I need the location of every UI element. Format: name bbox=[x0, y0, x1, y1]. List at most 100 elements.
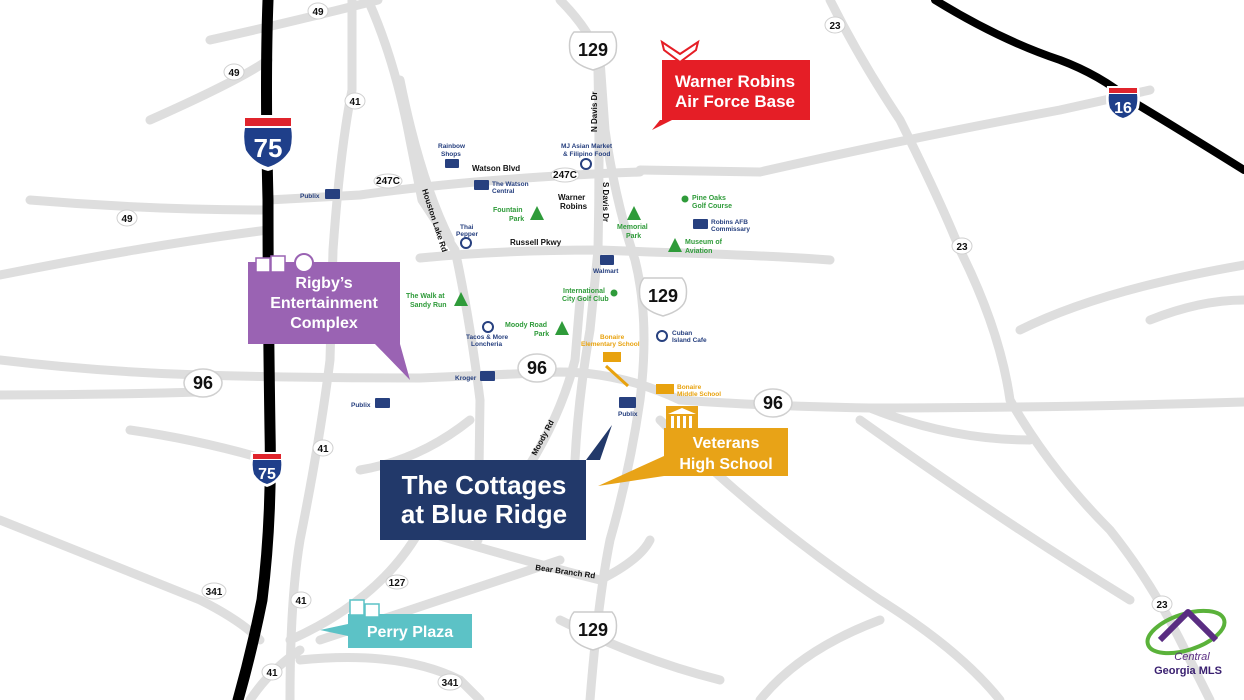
route-23-bottom-marker: 23 bbox=[1151, 595, 1173, 613]
i16-shield: 16 bbox=[1106, 86, 1140, 121]
route-127-marker: 127 bbox=[385, 574, 409, 590]
svg-text:Warner Robins: Warner Robins bbox=[675, 72, 795, 91]
shopping-bag-icon bbox=[693, 219, 708, 229]
route-41-mid-marker: 41 bbox=[312, 439, 334, 457]
route-129-north-number: 129 bbox=[578, 40, 608, 60]
n-davis-dr-label: N Davis Dr bbox=[590, 92, 599, 132]
svg-text:Shops: Shops bbox=[441, 151, 461, 158]
cuban-island-poi: Cuban Island Cafe bbox=[656, 330, 707, 344]
route-129-mid-number: 129 bbox=[648, 286, 678, 306]
svg-text:International: International bbox=[563, 288, 605, 295]
svg-text:Rainbow: Rainbow bbox=[438, 143, 466, 150]
russell-pkwy-label: Russell Pkwy bbox=[510, 238, 562, 247]
central-georgia-mls-logo: Central Georgia MLS bbox=[1145, 608, 1227, 677]
svg-text:Publix: Publix bbox=[300, 193, 320, 200]
svg-text:Rigby’s: Rigby’s bbox=[295, 275, 352, 292]
svg-text:49: 49 bbox=[121, 214, 133, 225]
svg-text:Complex: Complex bbox=[290, 315, 358, 332]
route-23-mid-marker: 23 bbox=[951, 237, 973, 255]
bear-branch-rd-label: Bear Branch Rd bbox=[535, 563, 596, 580]
svg-text:Commissary: Commissary bbox=[711, 226, 750, 233]
route-41-north-marker: 41 bbox=[344, 92, 366, 110]
svg-text:Air Force Base: Air Force Base bbox=[675, 92, 795, 111]
route-49-west-marker: 49 bbox=[116, 209, 138, 227]
perry-plaza-callout: Perry Plaza bbox=[320, 599, 472, 648]
svg-text:Thai: Thai bbox=[460, 224, 474, 231]
school-icon bbox=[603, 352, 621, 362]
svg-text:247C: 247C bbox=[376, 176, 400, 187]
svg-text:247C: 247C bbox=[553, 170, 577, 181]
svg-text:Publix: Publix bbox=[351, 402, 371, 409]
svg-text:Memorial: Memorial bbox=[617, 224, 648, 231]
i75-south-number: 75 bbox=[258, 466, 276, 483]
svg-text:41: 41 bbox=[295, 596, 307, 607]
bonaire-middle-poi: Bonaire Middle School bbox=[656, 384, 721, 398]
route-49-left-marker: 49 bbox=[223, 63, 245, 81]
moody-road-park-poi: Moody Road Park bbox=[505, 321, 569, 338]
thai-pepper-poi: Thai Pepper bbox=[456, 224, 479, 249]
warner-robins-afb-callout: Warner Robins Air Force Base bbox=[652, 39, 810, 130]
svg-text:341: 341 bbox=[442, 678, 459, 689]
route-23-top-marker: 23 bbox=[824, 16, 846, 34]
svg-text:49: 49 bbox=[312, 7, 324, 18]
watson-central-poi: The Watson Central bbox=[474, 180, 529, 195]
s-davis-dr-label: S Davis Dr bbox=[601, 182, 610, 222]
bonaire-elem-poi: Bonaire Elementary School bbox=[581, 334, 640, 388]
route-96-west-number: 96 bbox=[193, 373, 213, 393]
golf-pin-icon bbox=[681, 195, 689, 203]
i75-south-shield: 75 bbox=[250, 452, 284, 487]
watson-blvd-label: Watson Blvd bbox=[472, 164, 520, 173]
svg-text:Pepper: Pepper bbox=[456, 231, 479, 238]
rainbow-shops-poi: Rainbow Shops bbox=[438, 143, 466, 168]
svg-text:Pine Oaks: Pine Oaks bbox=[692, 195, 726, 202]
svg-text:41: 41 bbox=[266, 668, 278, 679]
plate-icon bbox=[460, 237, 472, 249]
shopping-bag-icon bbox=[474, 180, 489, 190]
route-96-mid-shield: 96 bbox=[517, 353, 557, 383]
mj-asian-market-poi: MJ Asian Market & Filipino Food bbox=[561, 143, 613, 170]
veterans-callout: Veterans High School bbox=[598, 406, 788, 486]
svg-text:Cuban: Cuban bbox=[672, 330, 692, 337]
svg-text:Publix: Publix bbox=[618, 411, 638, 418]
tree-icon bbox=[530, 206, 544, 220]
svg-text:Central: Central bbox=[492, 188, 515, 195]
svg-text:23: 23 bbox=[956, 242, 968, 253]
svg-text:Park: Park bbox=[509, 216, 524, 223]
pine-oaks-poi: Pine Oaks Golf Course bbox=[681, 195, 732, 210]
cottages-callout: The Cottages at Blue Ridge bbox=[380, 425, 612, 540]
house-roof-icon bbox=[1157, 609, 1219, 643]
plate-icon bbox=[482, 321, 494, 333]
svg-text:Fountain: Fountain bbox=[493, 207, 523, 214]
svg-text:MJ Asian Market: MJ Asian Market bbox=[561, 143, 613, 150]
shopping-bag-icon bbox=[375, 398, 390, 408]
school-building-icon bbox=[666, 406, 698, 434]
svg-text:Park: Park bbox=[534, 331, 549, 338]
air-force-wings-icon bbox=[660, 39, 700, 64]
warner-robins-label-2: Robins bbox=[560, 202, 588, 211]
svg-text:Golf Course: Golf Course bbox=[692, 203, 732, 210]
logo-text: Georgia MLS bbox=[1154, 665, 1222, 677]
svg-text:Middle School: Middle School bbox=[677, 391, 721, 398]
svg-text:Moody Road: Moody Road bbox=[505, 322, 547, 329]
svg-text:Tacos & More: Tacos & More bbox=[466, 334, 509, 341]
plate-icon bbox=[580, 158, 592, 170]
walmart-poi: Walmart bbox=[593, 255, 619, 275]
plate-icon bbox=[656, 330, 668, 342]
memorial-park-poi: Memorial Park bbox=[617, 206, 648, 240]
logo-script: Central bbox=[1174, 651, 1210, 663]
rigbys-callout: Rigby’s Entertainment Complex bbox=[248, 253, 410, 380]
publix-sw-poi: Publix bbox=[351, 398, 390, 409]
route-129-south-shield: 129 bbox=[568, 611, 618, 651]
route-96-west-shield: 96 bbox=[183, 368, 223, 398]
tree-icon bbox=[555, 321, 569, 335]
route-129-south-number: 129 bbox=[578, 620, 608, 640]
fountain-park-poi: Fountain Park bbox=[493, 206, 544, 223]
svg-text:127: 127 bbox=[389, 578, 406, 589]
route-341-west-marker: 341 bbox=[201, 582, 227, 600]
svg-text:at Blue Ridge: at Blue Ridge bbox=[401, 499, 567, 529]
svg-text:Aviation: Aviation bbox=[685, 248, 712, 255]
walk-sandy-run-poi: The Walk at Sandy Run bbox=[406, 292, 468, 309]
svg-text:Perry Plaza: Perry Plaza bbox=[367, 624, 453, 641]
